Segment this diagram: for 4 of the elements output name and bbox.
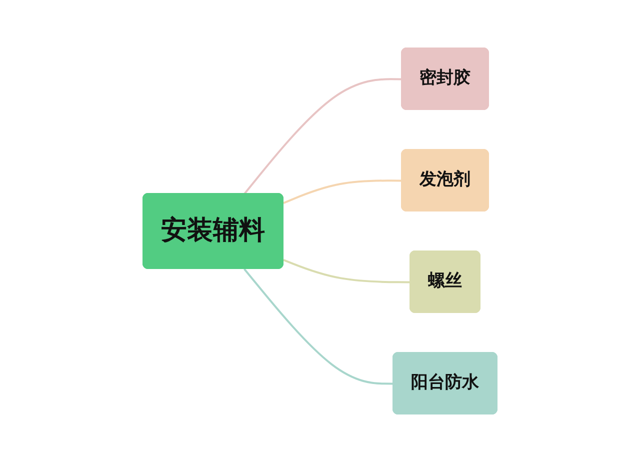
connector [283,179,402,204]
connector [244,268,394,384]
connector [244,78,402,194]
connector [283,258,410,283]
